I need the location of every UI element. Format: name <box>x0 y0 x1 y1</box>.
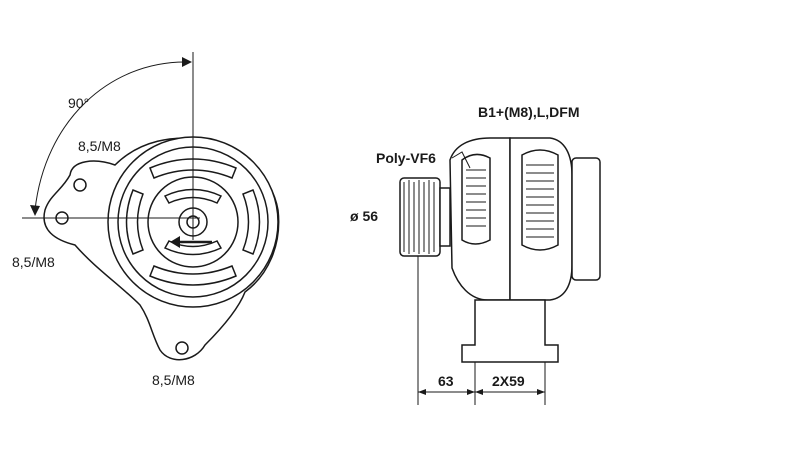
angle-arrow-top <box>182 57 192 67</box>
pulley-label: Poly-VF6 <box>376 150 436 166</box>
diameter-label: ø 56 <box>350 208 379 224</box>
vent-slot-bottom <box>149 265 237 286</box>
bolt-top-label: 8,5/M8 <box>78 138 121 154</box>
angle-arrow-bottom <box>30 205 40 216</box>
dim-63-label: 63 <box>438 373 454 389</box>
angle-label: 90° <box>68 95 90 111</box>
vent-slot-left <box>125 189 144 255</box>
bolt-left-label: 8,5/M8 <box>12 254 55 270</box>
inner-slot-top <box>163 188 223 204</box>
bolt-bottom-label: 8,5/M8 <box>152 372 195 388</box>
side-view <box>399 137 601 405</box>
regulator-box <box>571 157 601 281</box>
vent-slot-right <box>242 189 261 255</box>
dim-2x59-label: 2X59 <box>492 373 525 389</box>
rear-fins <box>521 149 559 251</box>
mounting-bracket <box>461 299 559 363</box>
vent-slot-top <box>149 158 237 179</box>
angle-arc <box>34 61 186 211</box>
side-rear-housing <box>509 137 573 301</box>
side-front-housing <box>449 137 511 301</box>
mount-hole-top <box>73 178 87 192</box>
terminals-label: B1+(M8),L,DFM <box>478 104 580 120</box>
front-view <box>22 52 280 361</box>
pulley-leader <box>451 151 471 169</box>
front-fins <box>461 153 491 245</box>
rotation-arrow-head <box>170 236 180 248</box>
pulley <box>399 177 451 257</box>
mount-hole-bottom <box>175 341 189 355</box>
